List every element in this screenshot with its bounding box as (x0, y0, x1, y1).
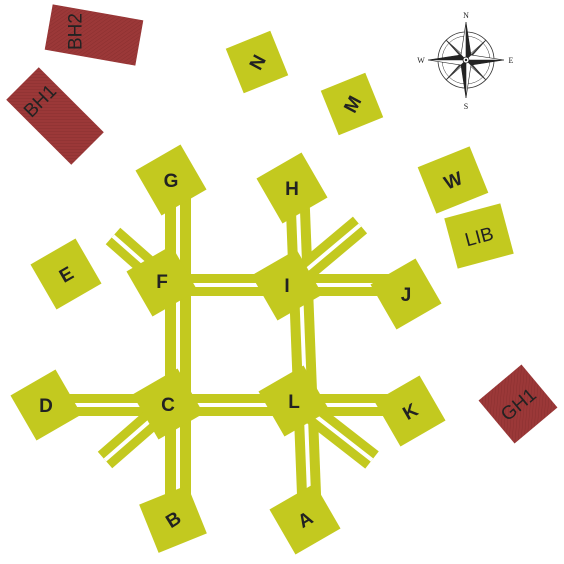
building-b[interactable]: B (139, 485, 207, 553)
building-l[interactable]: L (258, 365, 330, 437)
building-label-l: L (288, 392, 300, 413)
building-label-h: H (285, 179, 299, 200)
building-label-i: I (284, 276, 289, 297)
building-i[interactable]: I (251, 249, 323, 321)
building-e[interactable]: E (30, 238, 102, 310)
building-w[interactable]: W (417, 146, 489, 214)
compass-north-label: N (463, 11, 469, 20)
building-label-j: J (401, 285, 412, 306)
building-j[interactable]: J (370, 258, 442, 330)
building-d[interactable]: D (10, 369, 82, 441)
residence-label-bh2: BH2 (65, 13, 86, 50)
building-lib[interactable]: LIB (444, 203, 514, 269)
building-label-f: F (156, 272, 168, 293)
compass-south-label: S (464, 102, 468, 111)
building-n[interactable]: N (225, 30, 289, 94)
walkway-h-a (285, 184, 322, 521)
residence-gh1[interactable]: GH1 (478, 364, 558, 444)
building-h[interactable]: H (256, 152, 328, 224)
building-label-g: G (164, 171, 179, 192)
building-g[interactable]: G (135, 144, 207, 216)
compass-west-label: W (417, 56, 425, 65)
building-label-d: D (39, 396, 53, 417)
walkways (45, 180, 410, 521)
building-label-c: C (161, 395, 175, 416)
compass-east-label: E (509, 56, 514, 65)
compass-rose-icon: N S E W (417, 11, 513, 111)
building-a[interactable]: A (269, 483, 341, 555)
building-m[interactable]: M (320, 72, 384, 136)
residence-bh1[interactable]: BH1 (6, 67, 104, 165)
building-c[interactable]: C (132, 368, 204, 440)
residence-bh2[interactable]: BH2 (44, 4, 144, 66)
building-k[interactable]: K (374, 375, 446, 447)
building-f[interactable]: F (126, 245, 198, 317)
